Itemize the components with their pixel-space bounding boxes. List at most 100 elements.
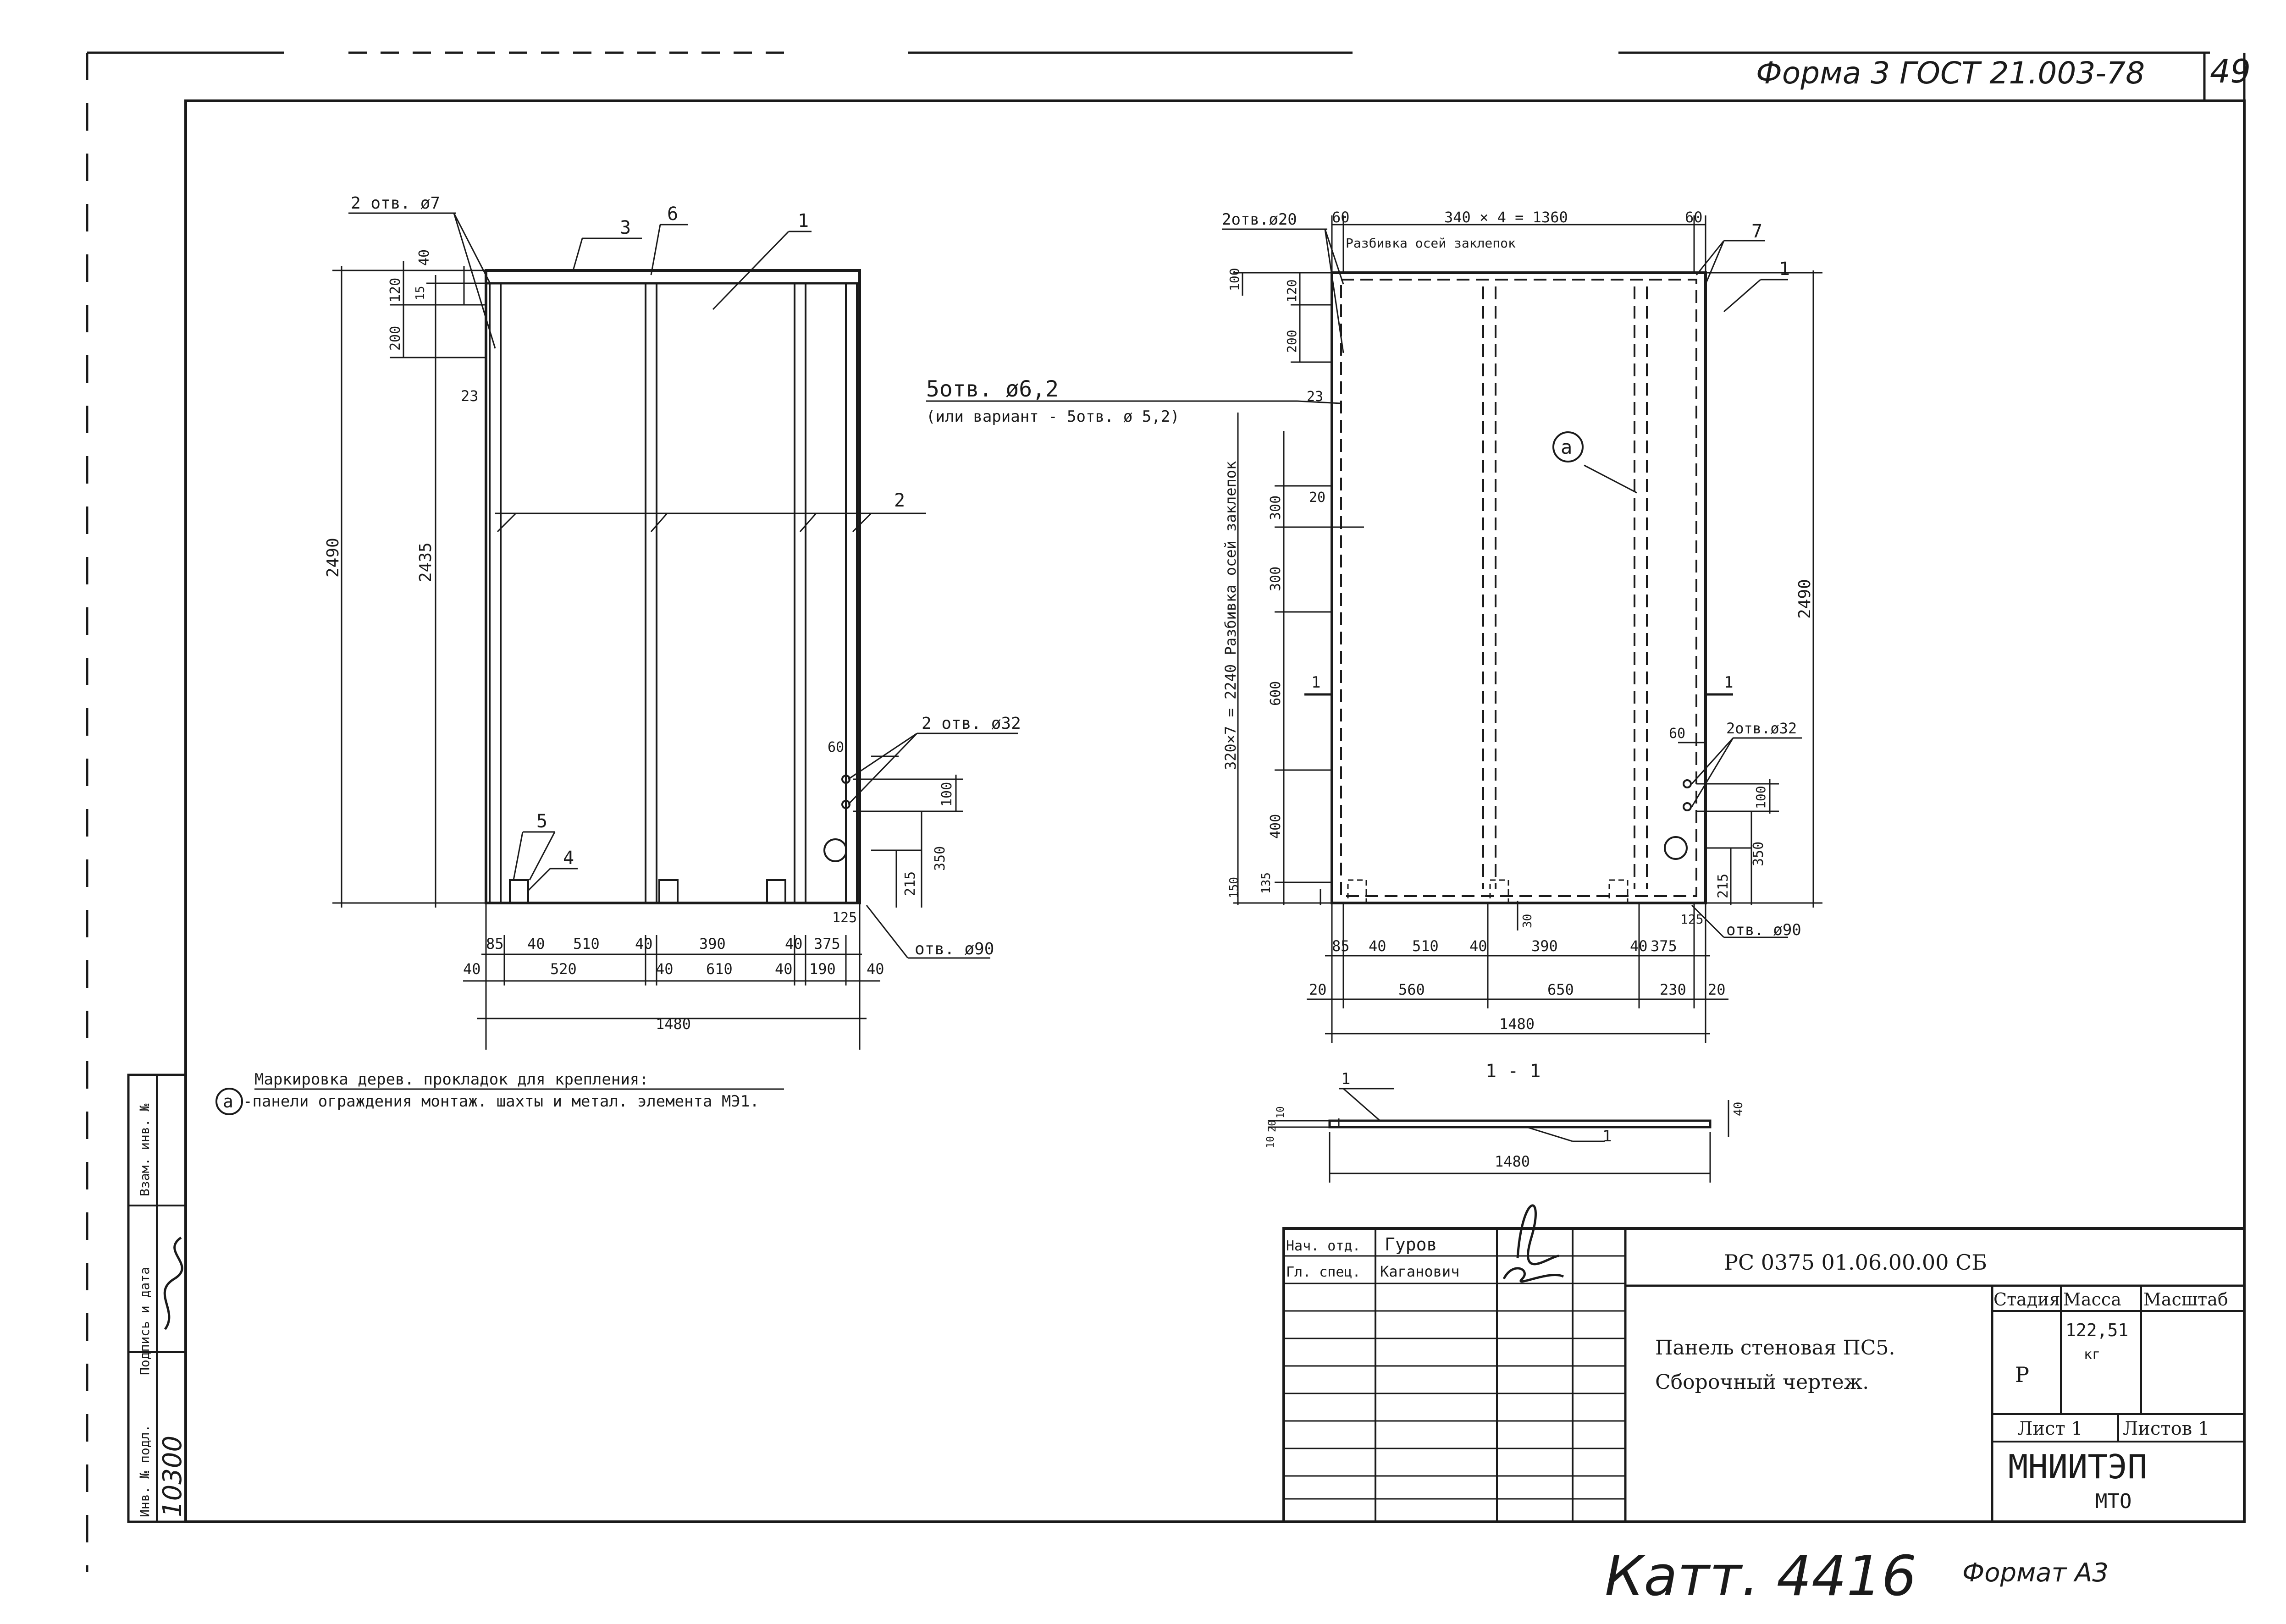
- left-dim-200: 200: [387, 326, 403, 351]
- section-leader-bottom: 1: [1602, 1127, 1612, 1145]
- tb-row2-role: Гл. спец.: [1286, 1264, 1361, 1280]
- left-b1-40c: 40: [785, 935, 803, 952]
- left-panel-outline: [485, 269, 861, 904]
- left-b1-85: 85: [486, 935, 504, 952]
- left-b2-40d: 40: [867, 960, 884, 978]
- left-hole-90: [823, 838, 847, 862]
- left-stud-1: [489, 282, 502, 904]
- left-bottom-row2: 40 520 40 610 40 190 40: [463, 960, 884, 978]
- right-bottom-row1: 85 40 510 40 390 40 375: [1332, 937, 1677, 955]
- left-b1-390: 390: [699, 935, 726, 952]
- right-b1-85: 85: [1332, 937, 1350, 955]
- right-dim-200: 200: [1284, 330, 1299, 353]
- right-b1-40c: 40: [1630, 937, 1648, 955]
- sheet-frame: [86, 51, 2246, 1572]
- section-dim-10: 10: [1275, 1107, 1287, 1119]
- right-dim-125: 125: [1680, 912, 1704, 927]
- right-b1-390: 390: [1531, 937, 1558, 955]
- right-section-mark-left: 1: [1311, 673, 1320, 692]
- signature-gurov: [1516, 1204, 1559, 1266]
- tb-stage-header: Стадия: [1993, 1289, 2060, 1310]
- right-b2-20b: 20: [1708, 981, 1726, 998]
- right-bottom-row2: 20 560 650 230 20: [1309, 981, 1726, 998]
- note-marker: a: [223, 1091, 233, 1112]
- right-dim-total-height: 2490: [1795, 579, 1814, 619]
- left-b2-40a: 40: [463, 960, 481, 978]
- signature-kaganovich: [1502, 1267, 1564, 1283]
- left-pad-2: [658, 879, 679, 904]
- tb-row2-name: Каганович: [1380, 1263, 1459, 1280]
- footer-format: Формат А3: [1962, 1558, 2109, 1588]
- right-b2-20a: 20: [1309, 981, 1327, 998]
- left-b2-190: 190: [809, 960, 836, 978]
- left-b2-40b: 40: [656, 960, 674, 978]
- stamp-col1: Инв. № подл.: [137, 1425, 152, 1517]
- note-line2: -панели ограждения монтаж. шахты и метал…: [243, 1092, 759, 1111]
- right-dim-30: 30: [1521, 914, 1535, 928]
- right-dim-350: 350: [1750, 842, 1767, 866]
- left-callout-hole-90: отв. ø90: [915, 940, 994, 958]
- right-dim-300a: 300: [1268, 495, 1284, 520]
- left-item-5: 5: [536, 811, 547, 832]
- left-dim-215: 215: [902, 871, 918, 896]
- stamp-col3: Взам. инв. №: [137, 1104, 152, 1196]
- left-callout-holes-7: 2 отв. ø7: [351, 194, 440, 213]
- section-dim-20: 20: [1267, 1120, 1278, 1133]
- left-item-3: 3: [620, 217, 631, 238]
- side-stamp: [127, 1073, 187, 1523]
- right-b1-40a: 40: [1369, 937, 1386, 955]
- right-rivet-axes-side: 320×7 = 2240 Разбивка осей заклепок: [1222, 461, 1239, 770]
- right-dim-600: 600: [1268, 681, 1284, 706]
- tb-title-line2: Сборочный чертеж.: [1655, 1371, 1869, 1394]
- tb-org-dept: МТО: [2095, 1490, 2131, 1513]
- left-b1-375: 375: [814, 935, 840, 952]
- right-dim-100: 100: [1227, 268, 1242, 291]
- left-dim-total-height: 2490: [324, 538, 342, 578]
- right-dim-width: 1480: [1499, 1015, 1535, 1033]
- tb-org-name: МНИИТЭП: [2008, 1448, 2147, 1486]
- left-b2-520: 520: [550, 960, 577, 978]
- right-rivet-axes-top: Разбивка осей заклепок: [1346, 236, 1516, 251]
- right-hole-90: [1664, 836, 1688, 860]
- right-dim-150: 150: [1227, 877, 1241, 898]
- tb-mass-unit: кг: [2084, 1347, 2100, 1363]
- left-hole-32b: [841, 800, 850, 809]
- right-dim-60: 60: [1669, 726, 1685, 742]
- right-dim-top-60-left: 60: [1332, 209, 1350, 226]
- section-1-1: [1268, 1088, 1729, 1183]
- stamp-handwritten-inv: 10300: [158, 1436, 188, 1517]
- right-section-mark-right: 1: [1724, 673, 1733, 692]
- page-number: 49: [2210, 53, 2251, 90]
- form-label: Форма 3 ГОСТ 21.003-78: [1756, 55, 2145, 91]
- right-callout-holes-20: 2отв.ø20: [1222, 210, 1297, 229]
- left-stud-4: [845, 282, 858, 904]
- right-dim-300b: 300: [1268, 567, 1284, 591]
- tb-row1-role: Нач. отд.: [1286, 1238, 1361, 1254]
- tb-stage-value: Р: [2015, 1362, 2029, 1387]
- left-frame-view: [332, 212, 1018, 1050]
- right-dim-120: 120: [1284, 279, 1299, 303]
- right-b1-375: 375: [1651, 937, 1677, 955]
- left-item-1: 1: [798, 210, 809, 231]
- left-bottom-row1: 85 40 510 40 390 40 375: [486, 935, 840, 952]
- tb-sheet-label: Лист 1: [2017, 1418, 2083, 1439]
- side-signature: [163, 1236, 183, 1330]
- right-hole-32a: [1683, 779, 1692, 788]
- right-b2-230: 230: [1660, 981, 1686, 998]
- marker-a-callout: a: [1552, 431, 1584, 462]
- right-sheet-view: [926, 215, 1822, 1043]
- tb-sheets-label: Листов 1: [2123, 1418, 2209, 1439]
- right-item-7: 7: [1751, 221, 1762, 242]
- right-callout-hole-90: отв. ø90: [1726, 921, 1801, 939]
- right-dim-top-60-right: 60: [1685, 209, 1703, 226]
- right-dim-135: 135: [1259, 872, 1273, 894]
- left-b2-610: 610: [706, 960, 733, 978]
- section-title: 1 - 1: [1485, 1061, 1541, 1082]
- right-b1-510: 510: [1412, 937, 1439, 955]
- left-dim-inner-height: 2435: [416, 542, 435, 582]
- right-hole-32b: [1683, 802, 1692, 811]
- left-dim-350: 350: [932, 846, 948, 871]
- left-stud-2: [645, 282, 657, 904]
- right-b1-40b: 40: [1469, 937, 1487, 955]
